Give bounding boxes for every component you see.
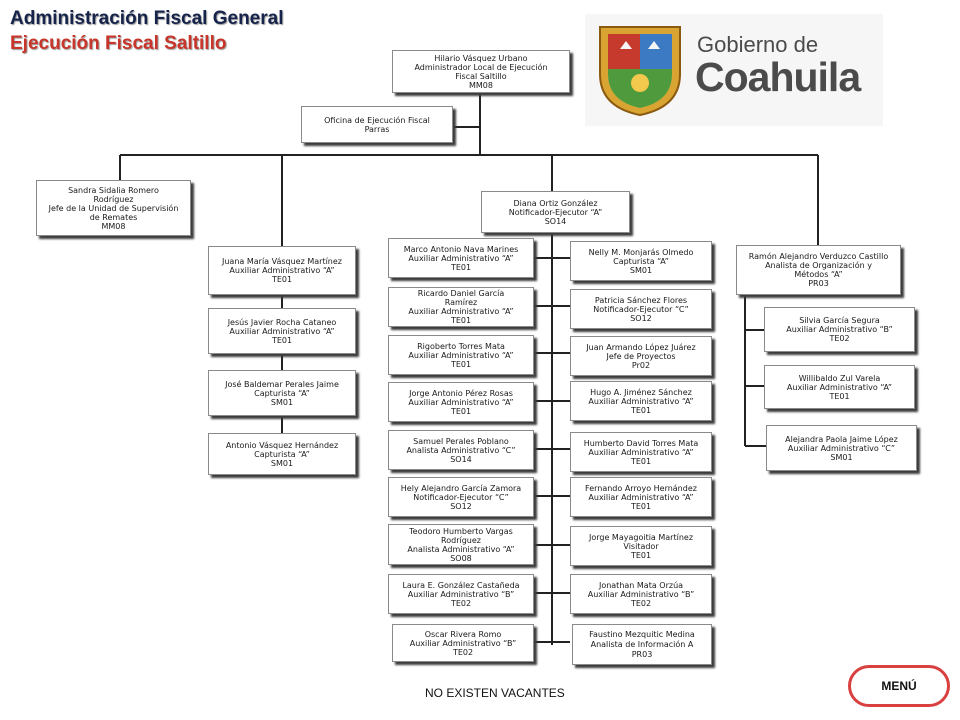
page-title: Administración Fiscal General xyxy=(10,8,284,29)
coat-of-arms-icon xyxy=(599,26,681,117)
gobierno-coahuila-logo: Gobierno de Coahuila xyxy=(585,14,883,126)
page-subtitle: Ejecución Fiscal Saltillo xyxy=(10,33,227,54)
menu-button[interactable]: MENÚ xyxy=(848,665,950,707)
no-vacancies-note: NO EXISTEN VACANTES xyxy=(425,686,565,700)
logo-text-gobierno: Gobierno de xyxy=(697,32,819,57)
logo-text-coahuila: Coahuila xyxy=(695,54,861,100)
